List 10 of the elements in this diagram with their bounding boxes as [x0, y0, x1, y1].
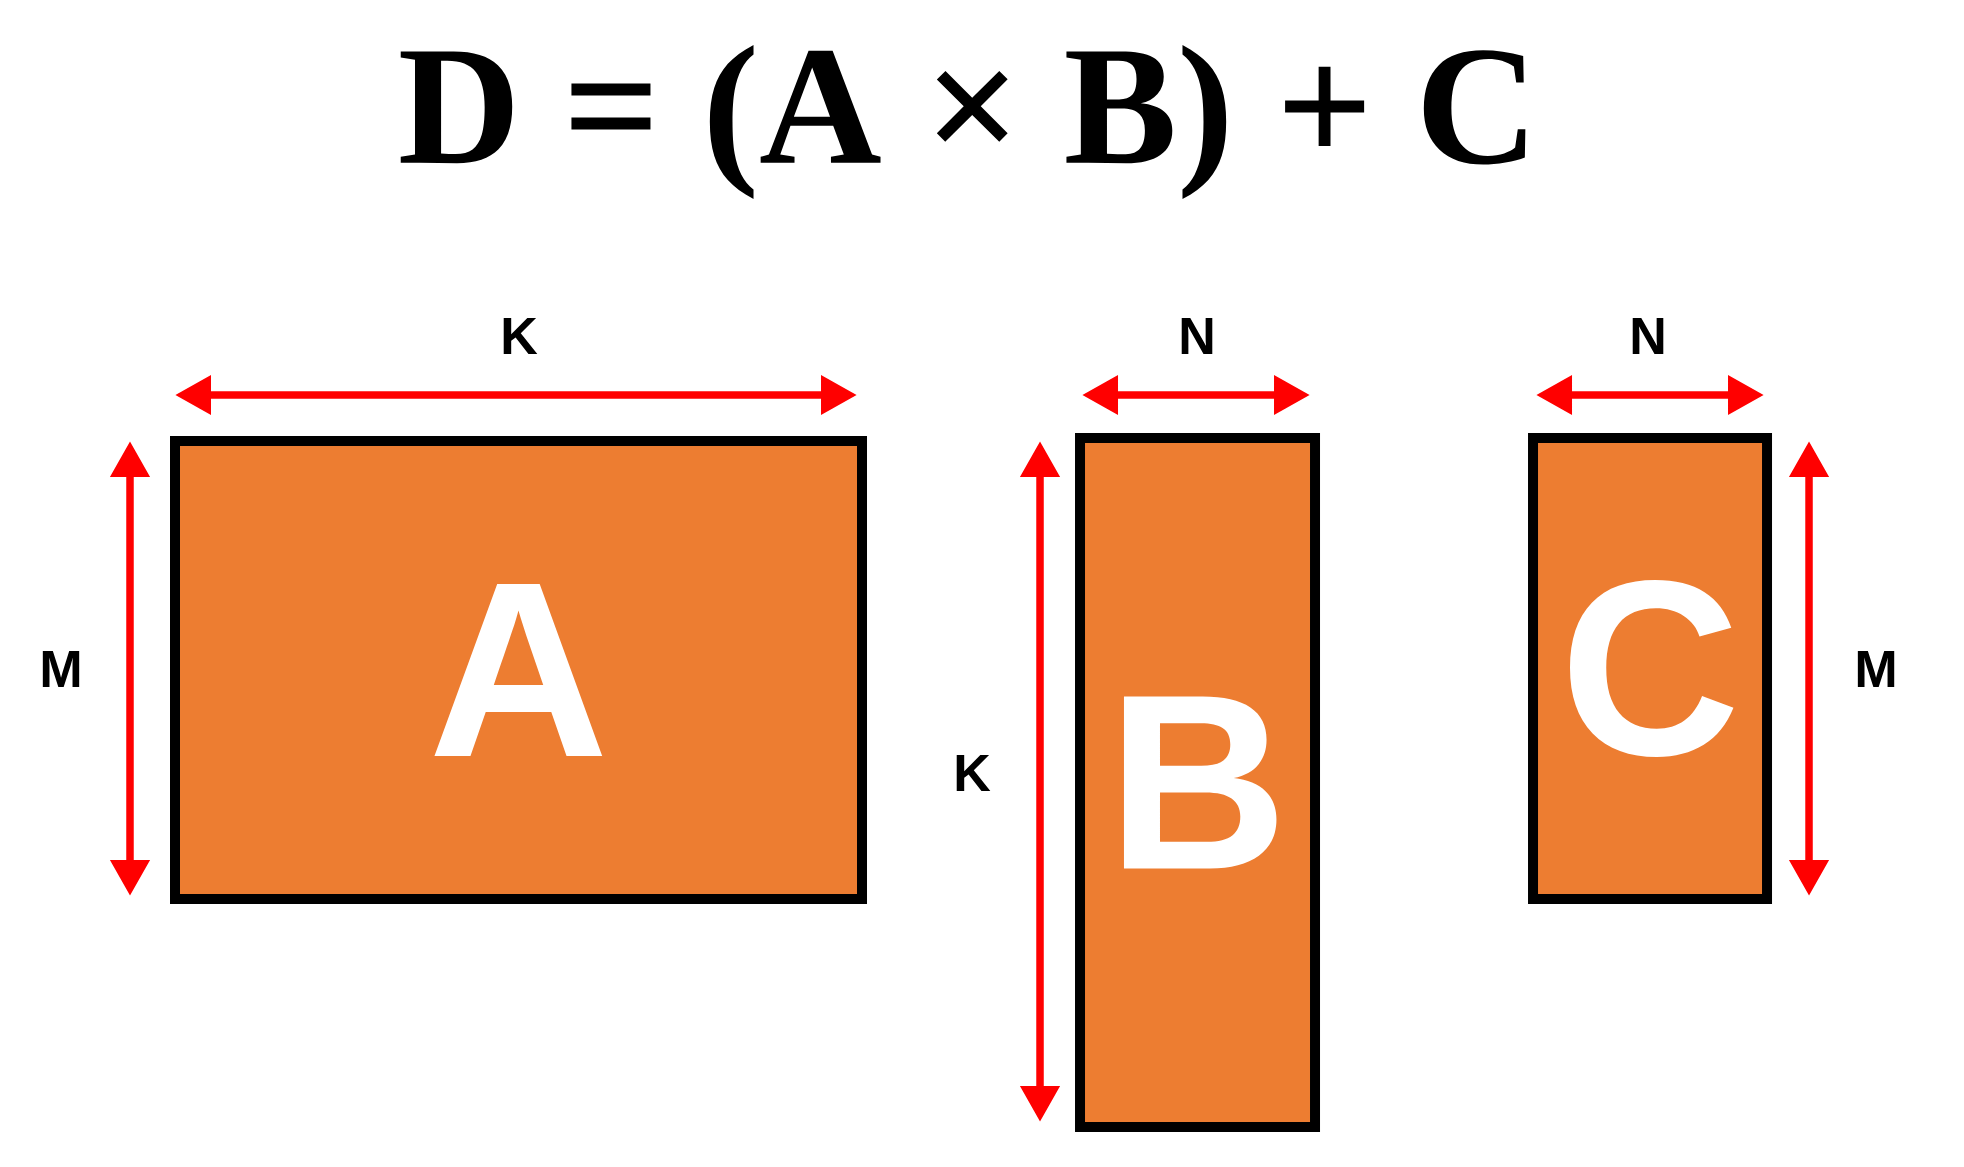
dimension-label: M [1857, 651, 1895, 687]
dimension-label: K [503, 318, 538, 354]
dimension-label: M [42, 651, 80, 687]
dimension-label: K [956, 755, 991, 791]
matrix-box: B [1075, 433, 1320, 1132]
dimension-label: N [1632, 318, 1664, 354]
matrix-box: A [170, 436, 867, 904]
formula-title: D = (A × B) + C [400, 44, 1526, 200]
dimension-label: N [1181, 318, 1213, 354]
matrix-box: C [1528, 433, 1772, 904]
